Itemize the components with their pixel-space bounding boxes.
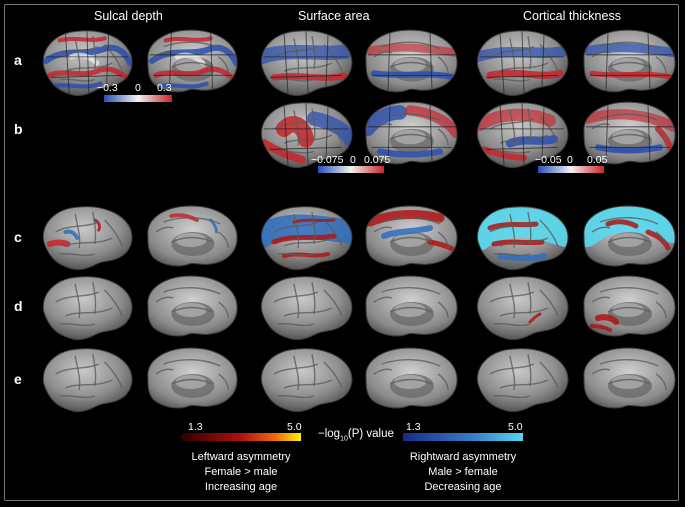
figure-frame [4, 4, 679, 501]
lateral-brain-surface [260, 348, 353, 413]
medial-brain-surface [583, 347, 676, 409]
row-b-surface-area-scale-mid: 0 [350, 154, 356, 166]
row-label-c: c [14, 229, 22, 245]
legend-right-line-3: Decreasing age [424, 481, 502, 493]
row-b-surface-area-scale-max: 0.075 [364, 154, 391, 166]
lateral-brain-surface [42, 348, 133, 413]
row-b-surface-area-color-scale [318, 166, 384, 173]
legend-right-line-1: Rightward asymmetry [409, 451, 517, 463]
lateral-brain-surface [42, 276, 133, 341]
lateral-brain-surface [260, 276, 353, 341]
lateral-brain-surface [260, 206, 353, 271]
legend-left-line-1: Leftward asymmetry [191, 451, 291, 463]
legend-left-max: 5.0 [287, 421, 302, 433]
row-a-scale-mid: 0 [135, 82, 141, 94]
legend-right-max: 5.0 [508, 421, 523, 433]
lateral-brain-surface [476, 102, 569, 169]
legend-right-line-2: Male > female [428, 466, 498, 478]
row-b-thickness-scale-min: −0.05 [535, 154, 562, 166]
legend-center-label-suffix: (P) value [347, 428, 394, 440]
medial-brain-surface [365, 275, 458, 337]
medial-brain-surface [147, 29, 238, 93]
medial-brain-surface [583, 101, 676, 165]
legend-left-line-3: Increasing age [204, 481, 278, 493]
legend-left-color-scale [181, 433, 301, 441]
row-label-a: a [14, 52, 22, 68]
row-b-thickness-scale-max: 0.05 [587, 154, 608, 166]
row-b-thickness-color-scale [538, 166, 604, 173]
column-title-surface-area: Surface area [298, 9, 370, 23]
column-title-cortical-thickness: Cortical thickness [523, 9, 621, 23]
medial-brain-surface [583, 275, 676, 337]
row-label-b: b [14, 121, 23, 137]
legend-center-label-prefix: −log [318, 428, 341, 440]
row-a-scale-max: 0.3 [157, 82, 172, 94]
lateral-brain-surface [476, 30, 569, 97]
row-a-scale-min: −0.3 [97, 82, 118, 94]
row-label-d: d [14, 298, 23, 314]
lateral-brain-surface [476, 276, 569, 341]
row-a-color-scale [104, 95, 172, 102]
legend-right-color-scale [403, 433, 523, 441]
lateral-brain-surface [260, 102, 353, 169]
legend-left-min: 1.3 [188, 421, 203, 433]
row-b-surface-area-scale-min: −0.075 [311, 154, 344, 166]
lateral-brain-surface [42, 206, 133, 271]
medial-brain-surface [147, 275, 238, 337]
medial-brain-surface [583, 29, 676, 93]
lateral-brain-surface [476, 348, 569, 413]
row-b-thickness-scale-mid: 0 [567, 154, 573, 166]
medial-brain-surface [147, 205, 238, 267]
medial-brain-surface [365, 101, 458, 165]
lateral-brain-surface [260, 30, 353, 97]
medial-brain-surface [147, 347, 238, 409]
legend-center-label: −log10(P) value [318, 428, 394, 442]
medial-brain-surface [365, 347, 458, 409]
lateral-brain-surface [476, 206, 569, 271]
row-label-e: e [14, 371, 22, 387]
legend-right-min: 1.3 [406, 421, 421, 433]
lateral-brain-surface [42, 30, 133, 97]
column-title-sulcal-depth: Sulcal depth [94, 9, 163, 23]
legend-left-line-2: Female > male [204, 466, 278, 478]
medial-brain-surface [365, 205, 458, 267]
legend-center-label-subscript: 10 [340, 435, 348, 443]
medial-brain-surface [365, 29, 458, 93]
medial-brain-surface [583, 205, 676, 267]
